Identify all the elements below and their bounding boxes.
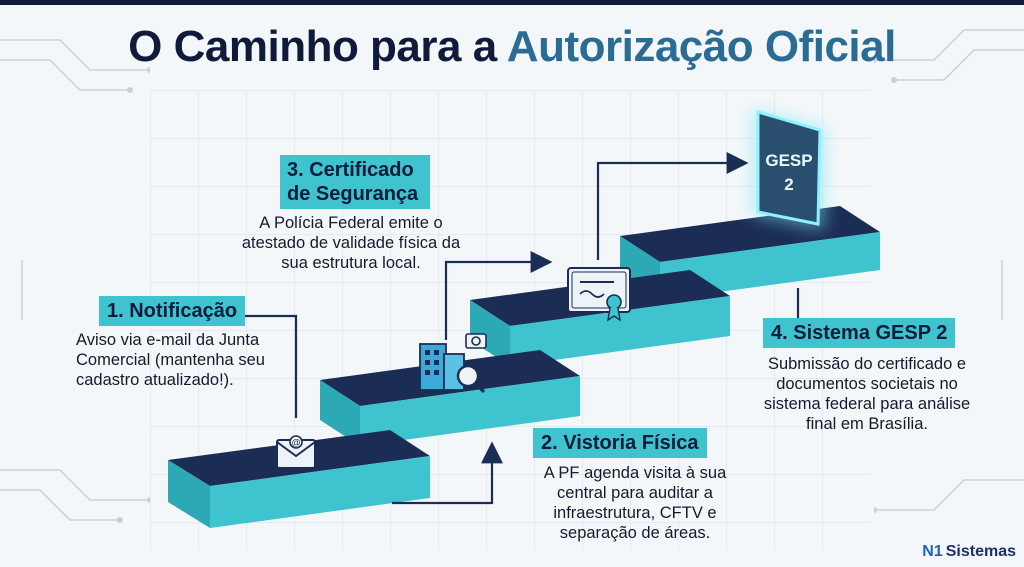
envelope-email-icon: @ (276, 435, 316, 469)
gesp-portal-icon: GESP 2 (752, 108, 826, 230)
step-2-description: A PF agenda visita à sua central para au… (543, 464, 727, 542)
logo-mark: N1 (922, 543, 943, 560)
step-1-description: Aviso via e-mail da Junta Comercial (man… (76, 331, 265, 389)
building-inspection-icon (419, 333, 487, 394)
svg-text:@: @ (292, 438, 301, 448)
title-part-2: Autorização Oficial (506, 22, 897, 71)
connector-to-portal (596, 152, 749, 260)
step-2-label: 2. Vistoria Física (533, 428, 707, 458)
connector-lines (240, 152, 800, 505)
portal-line-1: GESP (765, 151, 812, 170)
title-part-1: O Caminho para a (128, 22, 507, 71)
certificate-icon (567, 267, 631, 322)
circuit-decoration-left (0, 39, 150, 523)
page-title: O Caminho para a Autorização Oficial (0, 22, 1024, 72)
circuit-decoration-right (874, 29, 1024, 513)
step-1-label: 1. Notificação (99, 296, 246, 326)
step-3-description: A Polícia Federal emite o atestado de va… (241, 214, 461, 272)
top-bar (0, 0, 1024, 5)
connector-step-2 (392, 441, 503, 505)
connector-step-1 (240, 314, 298, 418)
step-4-label: 4. Sistema GESP 2 (763, 318, 956, 348)
step-4-description: Submissão do certificado e documentos so… (763, 355, 971, 433)
step-3-label: 3. Certificado de Segurança (280, 155, 430, 209)
portal-line-2: 2 (784, 175, 793, 194)
connector-step-3 (444, 251, 553, 340)
logo-name: Sistemas (945, 543, 1016, 560)
